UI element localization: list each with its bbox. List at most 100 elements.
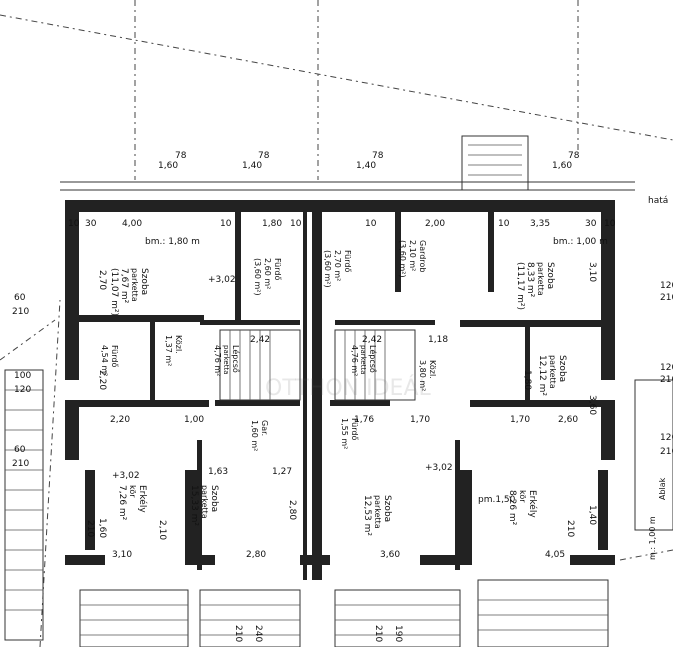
inner-dim: 1,63 [208, 467, 228, 477]
inner-dim: 4,05 [545, 550, 565, 560]
room-szoba-4: Szoba parketta 15,33 m² [189, 485, 219, 526]
side-dim: 60 [14, 445, 26, 455]
svg-text:Szoba: Szoba [139, 268, 149, 295]
svg-text:Közl.: Közl. [174, 335, 183, 354]
room-kozl-2: Közl. 3,80 m² [418, 360, 437, 391]
svg-text:(11,07 m²): (11,07 m²) [109, 268, 119, 316]
room-furdo-4: Fürdő 1,55 m² [340, 418, 359, 449]
side-dim: 120 [660, 433, 673, 443]
svg-text:1,37 m²: 1,37 m² [164, 335, 173, 366]
svg-text:(3,60 m²): (3,60 m²) [398, 240, 407, 278]
misc-label: Ablak [658, 477, 667, 500]
room-gardrob: Gardrob 2,10 m² (3,60 m²) [398, 240, 427, 278]
misc-label: bm.: 1,80 m [145, 237, 200, 247]
top-dim: 1,40 [242, 161, 262, 171]
side-dim: 60 [14, 293, 26, 303]
svg-text:parketta: parketta [536, 262, 545, 296]
svg-text:8,26 m²: 8,26 m² [507, 490, 517, 526]
bottom-dim: 240 [253, 625, 263, 642]
svg-text:Lépcső: Lépcső [231, 345, 241, 373]
inner-dim: 3,10 [112, 550, 132, 560]
level-mark: +3,02 [112, 471, 140, 481]
inner-dim: 3,60 [380, 550, 400, 560]
svg-text:parketta: parketta [200, 485, 209, 519]
svg-text:parketta: parketta [222, 345, 230, 375]
bottom-dim: 210 [233, 625, 243, 642]
svg-text:2,60 m²: 2,60 m² [263, 258, 272, 289]
outer-walls [65, 200, 615, 580]
inner-dim: 1,27 [272, 467, 292, 477]
svg-text:(3,60 m²): (3,60 m²) [253, 258, 262, 296]
inner-dim: 1,80 [522, 370, 532, 390]
svg-text:15,33 m²: 15,33 m² [189, 485, 199, 526]
inner-dim: 2,20 [110, 415, 130, 425]
inner-dim: 3,10 [587, 262, 597, 282]
svg-text:Lépcső: Lépcső [368, 345, 378, 373]
misc-label: m.: 1,00 m [648, 516, 657, 560]
dim: 1,80 [262, 219, 282, 229]
watermark: OTTHON IDEÁL [265, 375, 431, 401]
room-erkely-2: Erkély kör 8,26 m² [507, 490, 538, 526]
bottom-dim: 210 [373, 625, 383, 642]
level-mark: +3,02 [425, 463, 453, 473]
svg-text:parketta: parketta [373, 495, 382, 529]
room-furdo-2: Fürdő 2,70 m² (3,60 m²) [323, 250, 352, 288]
side-dim: 210 [660, 293, 673, 303]
dim: 30 [85, 219, 97, 229]
svg-text:Fürdő: Fürdő [273, 258, 282, 280]
side-dim: 120 [14, 385, 31, 395]
dim: 2,00 [425, 219, 445, 229]
svg-text:Közl.: Közl. [428, 360, 437, 379]
inner-dim: 1,00 [184, 415, 204, 425]
misc-label: pm.1,50 [478, 495, 516, 505]
svg-text:7,67 m²: 7,67 m² [119, 268, 129, 304]
dim: 30 [585, 219, 597, 229]
top-dim: 1,60 [552, 161, 572, 171]
bottom-dim: 190 [393, 625, 403, 642]
svg-text:(11,17 m²): (11,17 m²) [515, 262, 525, 310]
room-kozl-1: Közl. 1,37 m² [164, 335, 183, 366]
svg-text:kör: kör [518, 490, 527, 503]
level-mark: +3,02 [208, 275, 236, 285]
room-furdo-3: Fürdő 4,54 m² [100, 345, 119, 376]
dim: 10 [604, 219, 616, 229]
inner-dim: 2,70 [97, 270, 107, 290]
edge-label: hatá [648, 196, 668, 206]
svg-text:2,70 m²: 2,70 m² [333, 250, 342, 281]
svg-text:Fürdő: Fürdő [350, 418, 359, 440]
side-dim: 210 [660, 447, 673, 457]
svg-text:kör: kör [128, 485, 137, 498]
dim: 10 [220, 219, 232, 229]
inner-dim: 1,70 [510, 415, 530, 425]
svg-text:Gardrob: Gardrob [418, 240, 427, 272]
svg-text:Erkély: Erkély [137, 485, 148, 513]
inner-dim: 1,40 [587, 505, 597, 525]
side-dim: 100 [14, 371, 31, 381]
inner-dim: 2,42 [362, 335, 382, 345]
inner-dim: 2,10 [157, 520, 167, 540]
dim: 10 [68, 219, 80, 229]
side-terraces [4, 369, 673, 647]
svg-text:Fürdő: Fürdő [110, 345, 119, 367]
bottom-dim: 210 [85, 520, 95, 537]
room-furdo-1: Fürdő 2,60 m² (3,60 m²) [253, 258, 282, 296]
room-szoba-2: Szoba parketta 8,33 m² (11,17 m²) [515, 262, 555, 310]
inner-dim: 2,42 [250, 335, 270, 345]
inner-dim: 1,76 [354, 415, 374, 425]
dim: 10 [290, 219, 302, 229]
dim: 10 [365, 219, 377, 229]
svg-text:Szoba: Szoba [209, 485, 219, 512]
inner-dim: 2,60 [558, 415, 578, 425]
inner-dim: 1,70 [410, 415, 430, 425]
svg-text:Fürdő: Fürdő [343, 250, 352, 272]
dim: 10 [498, 219, 510, 229]
room-szoba-5: Szoba parketta 12,53 m² [362, 495, 392, 536]
svg-text:3,80 m²: 3,80 m² [418, 360, 427, 391]
inner-dim: 2,20 [97, 370, 107, 390]
top-dim: 78 [568, 151, 580, 161]
svg-text:(3,60 m²): (3,60 m²) [323, 250, 332, 288]
svg-text:4,54 m²: 4,54 m² [100, 345, 109, 376]
svg-text:Szoba: Szoba [382, 495, 392, 522]
staircase [219, 329, 416, 401]
